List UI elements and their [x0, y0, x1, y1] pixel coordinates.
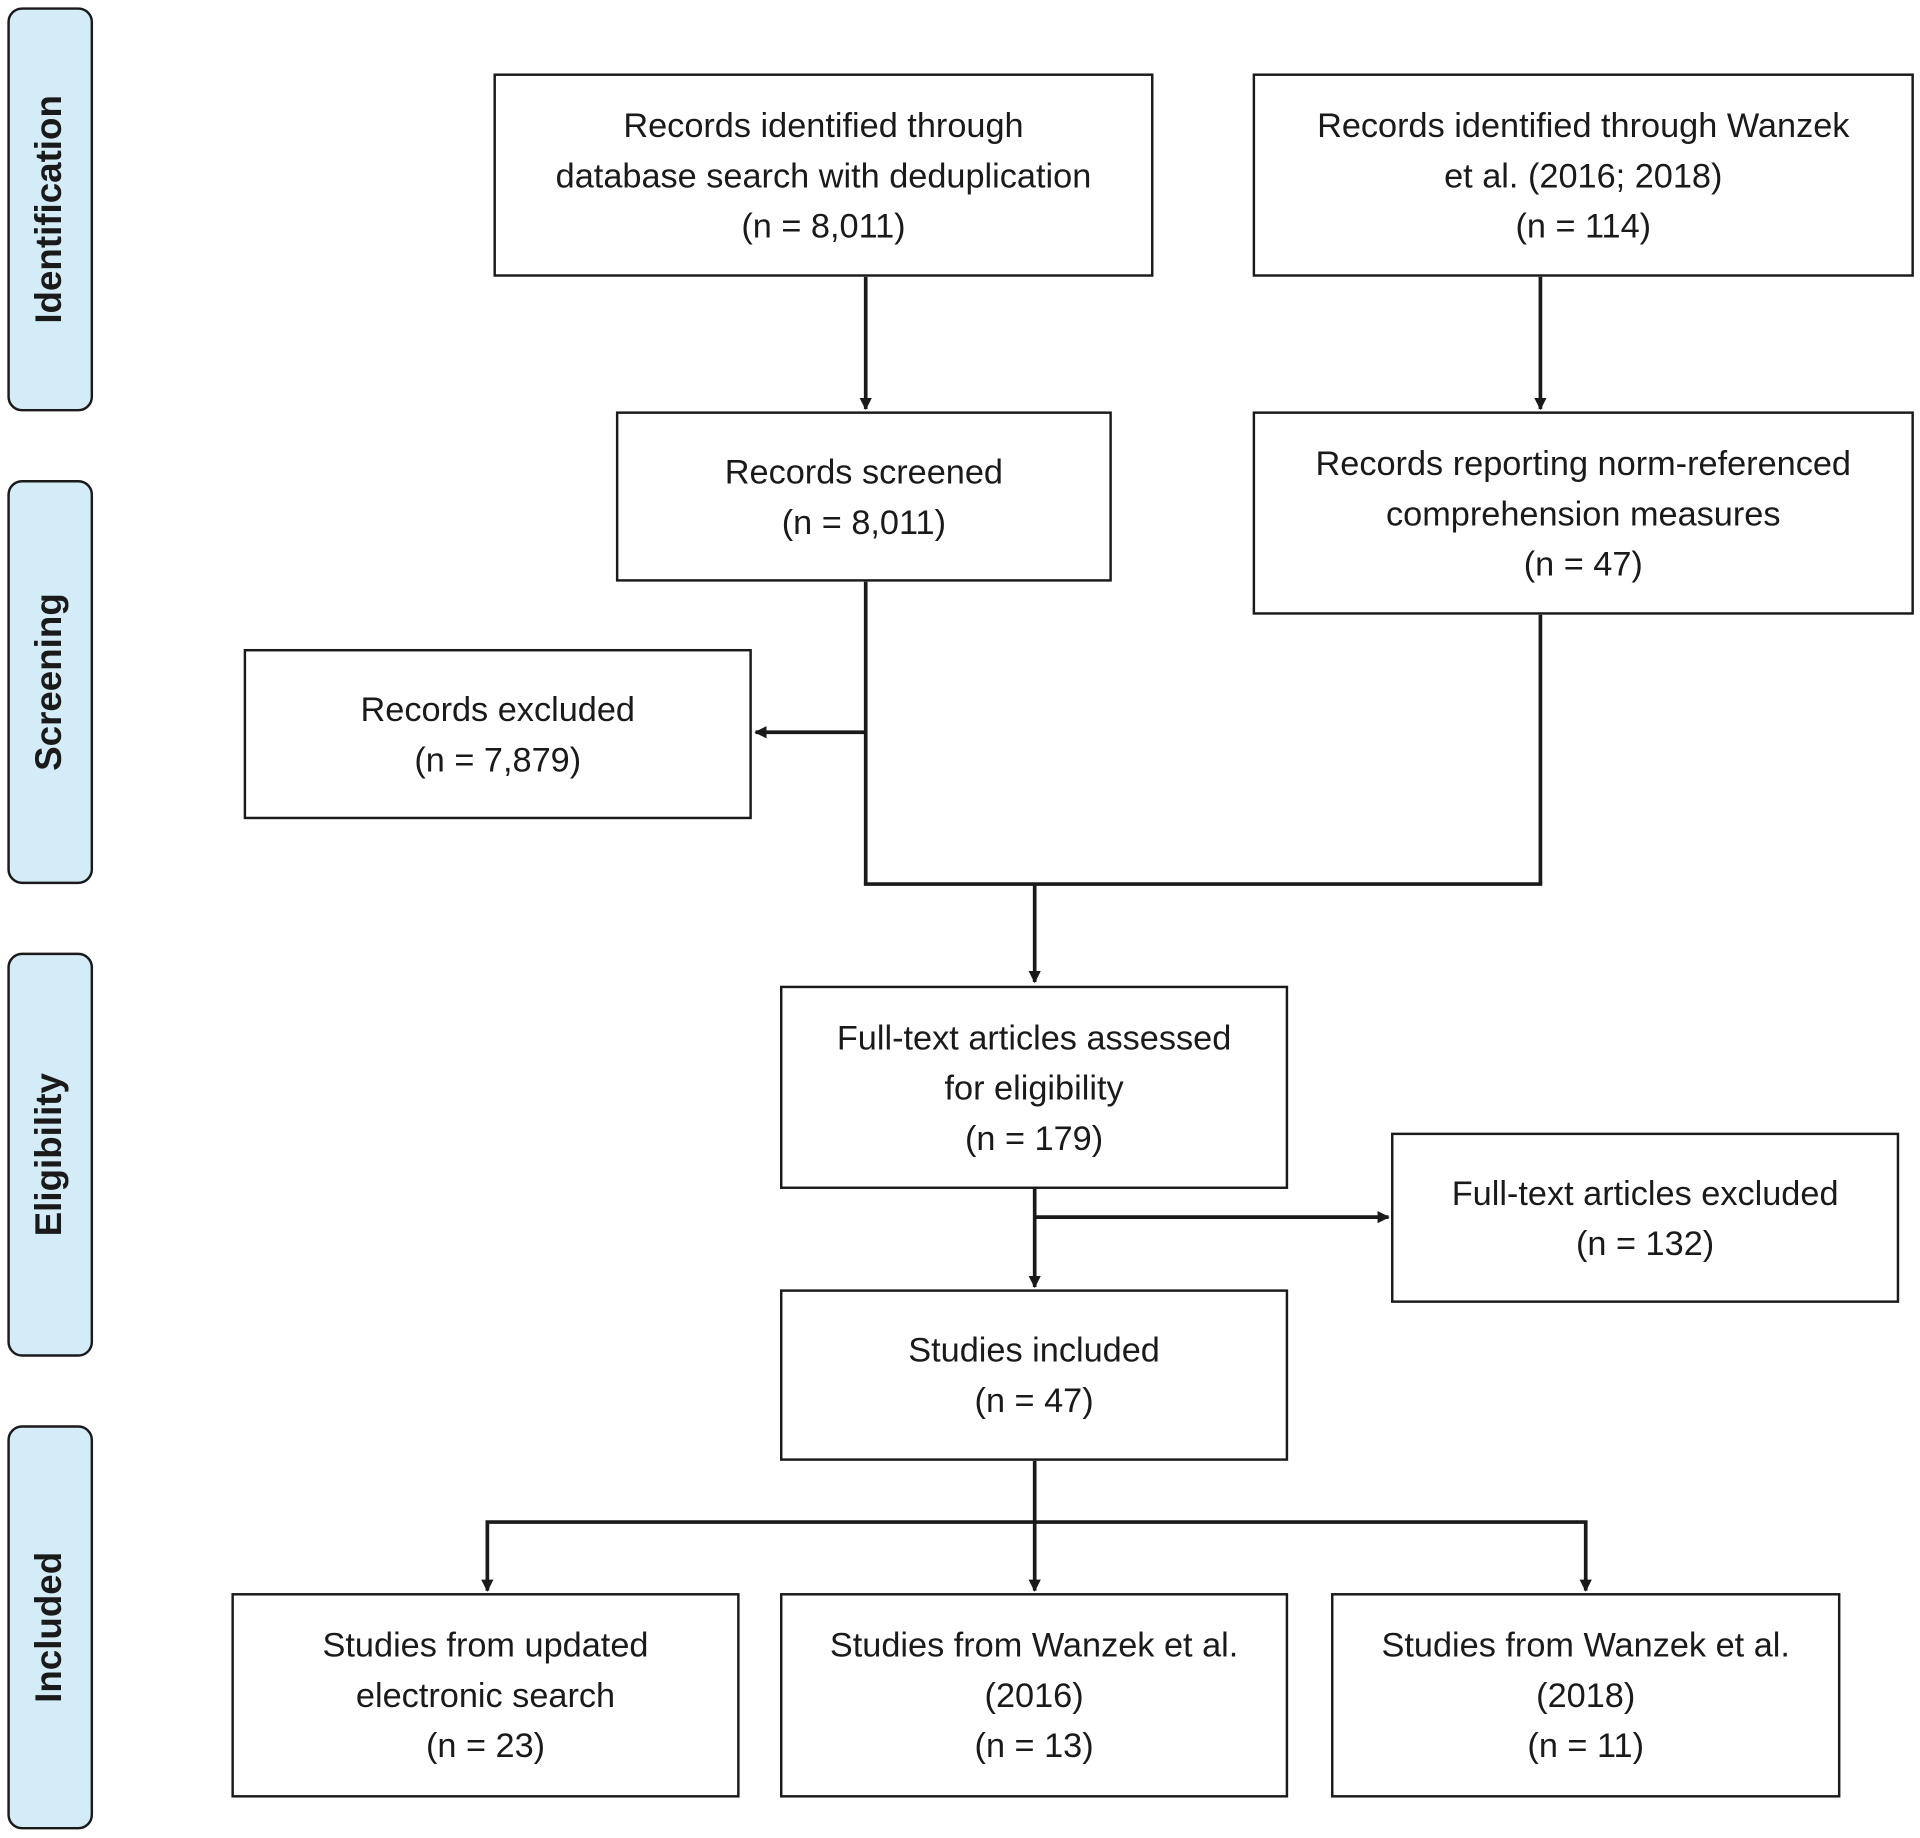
box-database-search: Records identified through database sear… [493, 73, 1154, 277]
phase-identification: Identification [7, 7, 94, 412]
box-records-excluded: Records excluded (n = 7,879) [243, 648, 752, 820]
box-norm-referenced: Records reporting norm-referenced compre… [1252, 411, 1914, 615]
box-updated-search: Studies from updated electronic search (… [231, 1593, 740, 1798]
phase-screening: Screening [7, 480, 94, 885]
box-records-screened: Records screened (n = 8,011) [615, 411, 1112, 582]
box-wanzek-2016: Studies from Wanzek et al. (2016) (n = 1… [780, 1593, 1289, 1798]
box-wanzek-2018: Studies from Wanzek et al. (2018) (n = 1… [1331, 1593, 1841, 1798]
phase-eligibility: Eligibility [7, 952, 94, 1357]
phase-included: Included [7, 1425, 94, 1830]
box-studies-included: Studies included (n = 47) [780, 1289, 1289, 1461]
box-full-text-assessed: Full-text articles assessed for eligibil… [780, 985, 1289, 1189]
box-full-text-excluded: Full-text articles excluded (n = 132) [1391, 1132, 1900, 1303]
box-wanzek-identified: Records identified through Wanzek et al.… [1252, 73, 1914, 277]
